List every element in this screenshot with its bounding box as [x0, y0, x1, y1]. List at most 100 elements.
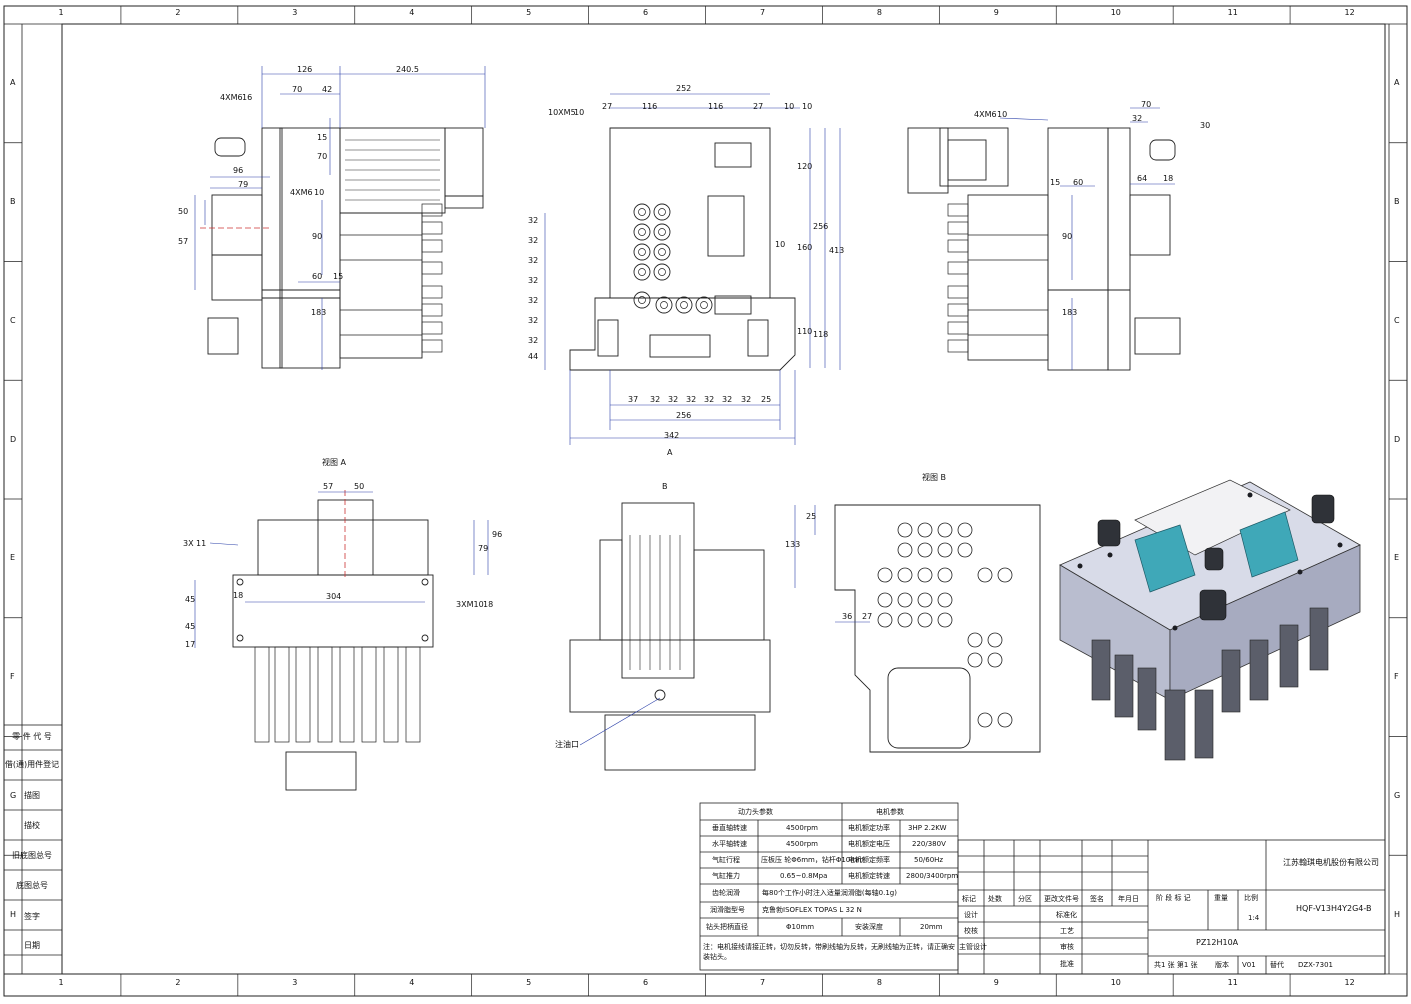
view-b-hole — [897, 592, 913, 608]
dim-label: 10 — [574, 108, 585, 117]
grid-col-label: 8 — [876, 8, 882, 17]
spindle-boss — [653, 203, 671, 221]
param-label: 齿轮润滑 — [712, 889, 740, 897]
dim-label: 50 — [178, 207, 189, 216]
view-b-hole — [937, 612, 953, 628]
dim-label: 3X — [183, 539, 194, 548]
dim-label: 10 — [802, 102, 813, 111]
dim-label: 32 — [741, 395, 752, 404]
dim-label: 183 — [311, 308, 327, 317]
dim-label: 50 — [354, 482, 365, 491]
grid-col-label: 2 — [175, 978, 181, 987]
spindle-boss — [675, 296, 693, 314]
dim-label: 15 — [333, 272, 344, 281]
tb-process: 工艺 — [1060, 927, 1074, 935]
spindle-bore — [660, 301, 668, 309]
dim-label: 32 — [528, 216, 539, 225]
tb-scale-label: 比例 — [1244, 894, 1258, 902]
param-label: 润滑脂型号 — [710, 906, 745, 914]
dim-label: 70 — [317, 152, 328, 161]
spindle-boss — [633, 291, 651, 309]
spindle-boss — [653, 263, 671, 281]
grid-row-label: D — [10, 434, 17, 444]
dim-label: 60 — [312, 272, 323, 281]
view-b — [834, 504, 1041, 753]
iso-render — [1059, 479, 1361, 761]
param-value: 50/60Hz — [914, 856, 944, 864]
dim-label: 27 — [753, 102, 764, 111]
param-value: 2800/3400rpm — [906, 872, 959, 880]
dim-label: 79 — [238, 180, 249, 189]
tb-date: 年月日 — [1118, 895, 1139, 903]
arrow-b-label: B — [662, 482, 668, 491]
dim-label: 32 — [528, 316, 539, 325]
grid-row-label: A — [1394, 78, 1400, 88]
dim-label: 32 — [686, 395, 697, 404]
param-head-motor: 电机参数 — [876, 808, 904, 816]
tb-sheets: 共1 张 第1 张 — [1154, 961, 1198, 969]
dim-label: 90 — [312, 232, 323, 241]
param-label: 安装深度 — [855, 923, 883, 931]
dim-label: 116 — [708, 102, 724, 111]
spindle-boss — [633, 203, 651, 221]
dim-label: 32 — [528, 236, 539, 245]
side-label-date: 日期 — [24, 941, 40, 950]
param-label: 电机额定频率 — [848, 856, 890, 864]
top-plate-dims — [544, 93, 841, 445]
dim-label: 16 — [242, 93, 253, 102]
tb-check: 校核 — [964, 927, 978, 935]
param-value: 4500rpm — [786, 824, 818, 832]
grid-col-label: 5 — [526, 978, 532, 987]
view-b-hole — [987, 632, 1003, 648]
view-b-hole — [967, 632, 983, 648]
dim-label: 11 — [196, 539, 207, 548]
dim-label: 17 — [185, 640, 196, 649]
grid-col-label: 11 — [1227, 8, 1238, 17]
dim-label: 32 — [528, 256, 539, 265]
param-value: 20mm — [920, 923, 943, 931]
view-b-label: 视图 B — [922, 473, 947, 482]
grid-col-label: 11 — [1227, 978, 1238, 987]
dim-label: 10XM5 — [548, 108, 576, 117]
side-label-part-code: 零 件 代 号 — [12, 732, 52, 741]
spindle-boss — [695, 296, 713, 314]
view-b-hole — [937, 567, 953, 583]
motor-view — [569, 502, 771, 771]
view-b-hole — [917, 522, 933, 538]
dim-label: 10 — [997, 110, 1008, 119]
grid-col-label: 10 — [1110, 978, 1121, 987]
view-b-hole — [977, 567, 993, 583]
view-b-hole — [877, 567, 893, 583]
spindle-boss — [653, 243, 671, 261]
dim-label: 10 — [784, 102, 795, 111]
param-head-power: 动力头参数 — [738, 808, 773, 816]
view-b-hole — [997, 567, 1013, 583]
view-b-hole — [917, 612, 933, 628]
param-value: 4500rpm — [786, 840, 818, 848]
view-b-hole — [967, 652, 983, 668]
spindle-bore — [680, 301, 688, 309]
view-b-hole — [977, 712, 993, 728]
view-b-hole — [897, 567, 913, 583]
grid-row-label: A — [10, 78, 16, 88]
tb-review: 审核 — [1060, 943, 1074, 951]
view-b-hole — [917, 592, 933, 608]
tb-stage: 阶 段 标 记 — [1156, 894, 1191, 902]
dim-label: 116 — [642, 102, 658, 111]
dim-label: 240.5 — [396, 65, 419, 74]
view-a-dims — [194, 491, 489, 648]
dim-label: 70 — [292, 85, 303, 94]
tb-weight: 重量 — [1214, 894, 1228, 902]
view-a-label: 视图 A — [322, 458, 347, 467]
grid-row-label: E — [10, 553, 16, 563]
param-value: 3HP 2.2KW — [908, 824, 947, 832]
dim-label: 342 — [664, 431, 680, 440]
dim-label: 57 — [178, 237, 189, 246]
tb-version: V01 — [1242, 961, 1256, 969]
tb-design: 设计 — [964, 911, 978, 919]
grid-col-label: 6 — [643, 978, 649, 987]
view-a — [232, 490, 434, 791]
dim-label: 64 — [1137, 174, 1148, 183]
tb-replace: DZX-7301 — [1298, 961, 1333, 969]
